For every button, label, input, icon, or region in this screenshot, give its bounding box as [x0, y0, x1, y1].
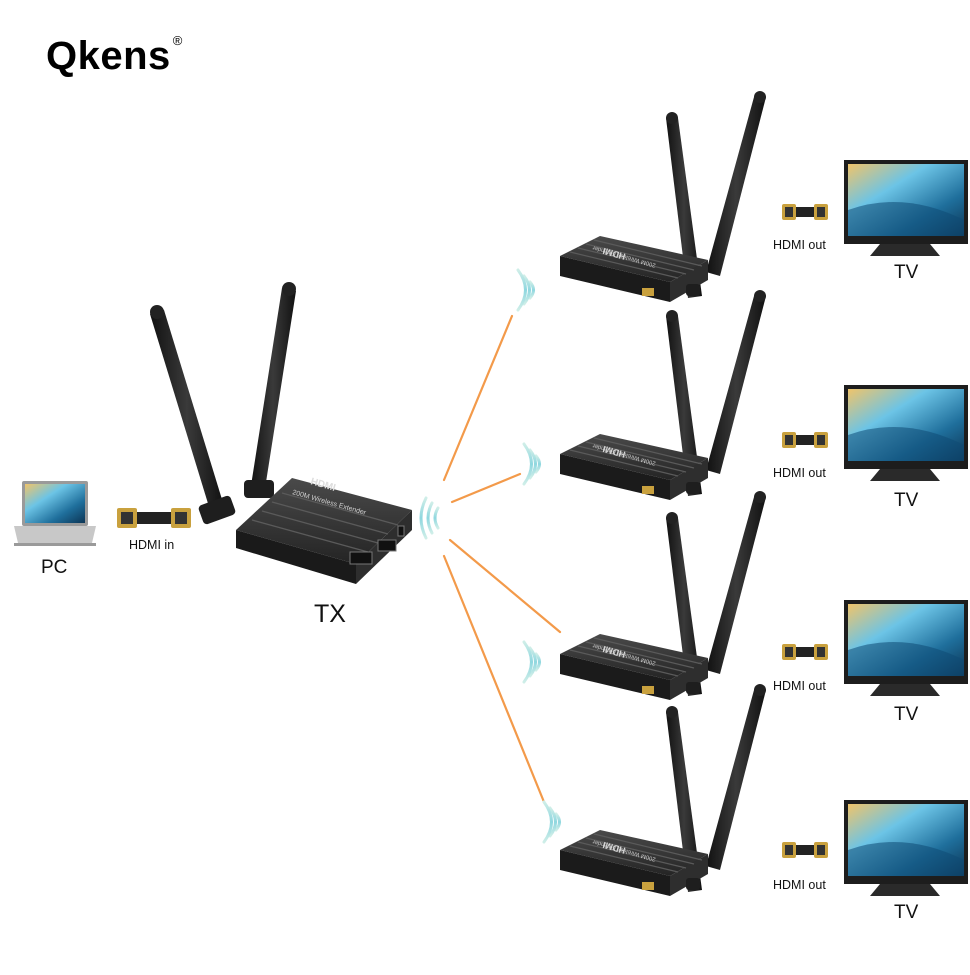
pc-label: PC [41, 557, 68, 578]
hdmi-cable-icon [782, 644, 828, 660]
hdmi-out-label: HDMI out [773, 679, 826, 693]
tv-icon [844, 800, 968, 896]
link-line [450, 472, 522, 504]
brand-logo: Qkens® [46, 32, 183, 79]
hdmi-cable-icon [782, 842, 828, 858]
laptop-icon [14, 481, 96, 546]
tx-label: TX [314, 600, 346, 628]
hdmi-out-label: HDMI out [773, 466, 826, 480]
rx-signal-icon [542, 800, 561, 844]
rx-signal-icon [522, 442, 541, 486]
hdmi-cable-icon [782, 204, 828, 220]
tv-icon [844, 600, 968, 696]
hdmi-out-label: HDMI out [773, 238, 826, 252]
tv-label: TV [894, 704, 919, 725]
registered-mark: ® [172, 32, 183, 48]
link-line [442, 554, 546, 804]
link-line [442, 314, 514, 482]
tv-label: TV [894, 490, 919, 511]
link-line [448, 538, 562, 634]
brand-name: Qkens [46, 34, 171, 78]
tv-label: TV [894, 902, 919, 923]
tv-icon [844, 160, 968, 256]
tv-label: TV [894, 262, 919, 283]
hdmi-in-label: HDMI in [129, 538, 175, 552]
rx-signal-icon [516, 268, 535, 312]
hdmi-out-label: HDMI out [773, 878, 826, 892]
hdmi-cable-icon [117, 508, 191, 528]
link-lines [442, 314, 562, 804]
rx-signal-icon [522, 640, 541, 684]
hdmi-cable-icon [782, 432, 828, 448]
tx-signal-icon [419, 496, 440, 540]
tv-icon [844, 385, 968, 481]
tx-device: HDMI 200M Wireless Extender [150, 282, 412, 584]
